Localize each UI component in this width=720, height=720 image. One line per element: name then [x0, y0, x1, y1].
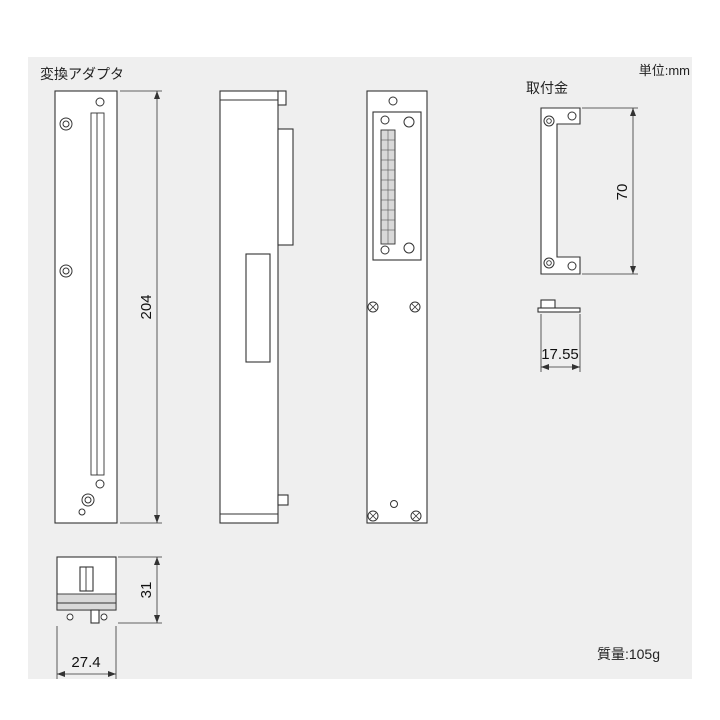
hole-icon: [380, 115, 390, 125]
hole-icon: [78, 508, 86, 516]
screw-icon: [410, 510, 422, 522]
adapter-rear-view: [366, 90, 428, 524]
dimension-70: 70: [614, 184, 631, 201]
dimension-17-55: 17.55: [541, 346, 579, 363]
hole-icon: [380, 245, 390, 255]
hole-icon: [95, 479, 105, 489]
screw-icon: [409, 301, 421, 313]
dimension-bracket-length: 70: [582, 107, 638, 275]
dimension-height: 31: [118, 556, 162, 624]
bracket-title: 取付金: [526, 80, 568, 96]
dimension-31: 31: [138, 582, 155, 599]
screw-icon: [367, 301, 379, 313]
hole-icon: [403, 242, 415, 254]
drawing-background: [28, 57, 692, 679]
adapter-front-view: [54, 90, 118, 524]
screw-icon: [59, 264, 73, 278]
dimension-width: 27.4: [56, 626, 117, 679]
adapter-end-view: [56, 556, 117, 624]
unit-label: 単位:mm: [639, 63, 690, 78]
hole-icon: [390, 500, 398, 508]
screw-icon: [81, 493, 95, 507]
screw-icon: [367, 510, 379, 522]
hole-icon: [388, 96, 398, 106]
adapter-side-view: [219, 90, 294, 524]
weight-label: 質量:105g: [597, 646, 660, 662]
screw-icon: [59, 117, 73, 131]
dimension-204: 204: [138, 294, 155, 319]
hole-icon: [403, 116, 415, 128]
hole-icon: [95, 97, 105, 107]
bracket-side-view: 17.55: [537, 299, 581, 372]
bracket-front-view: [540, 107, 581, 275]
dimension-length: 204: [120, 90, 162, 524]
adapter-title: 変換アダプタ: [40, 66, 124, 82]
dimension-27-4: 27.4: [71, 654, 100, 671]
